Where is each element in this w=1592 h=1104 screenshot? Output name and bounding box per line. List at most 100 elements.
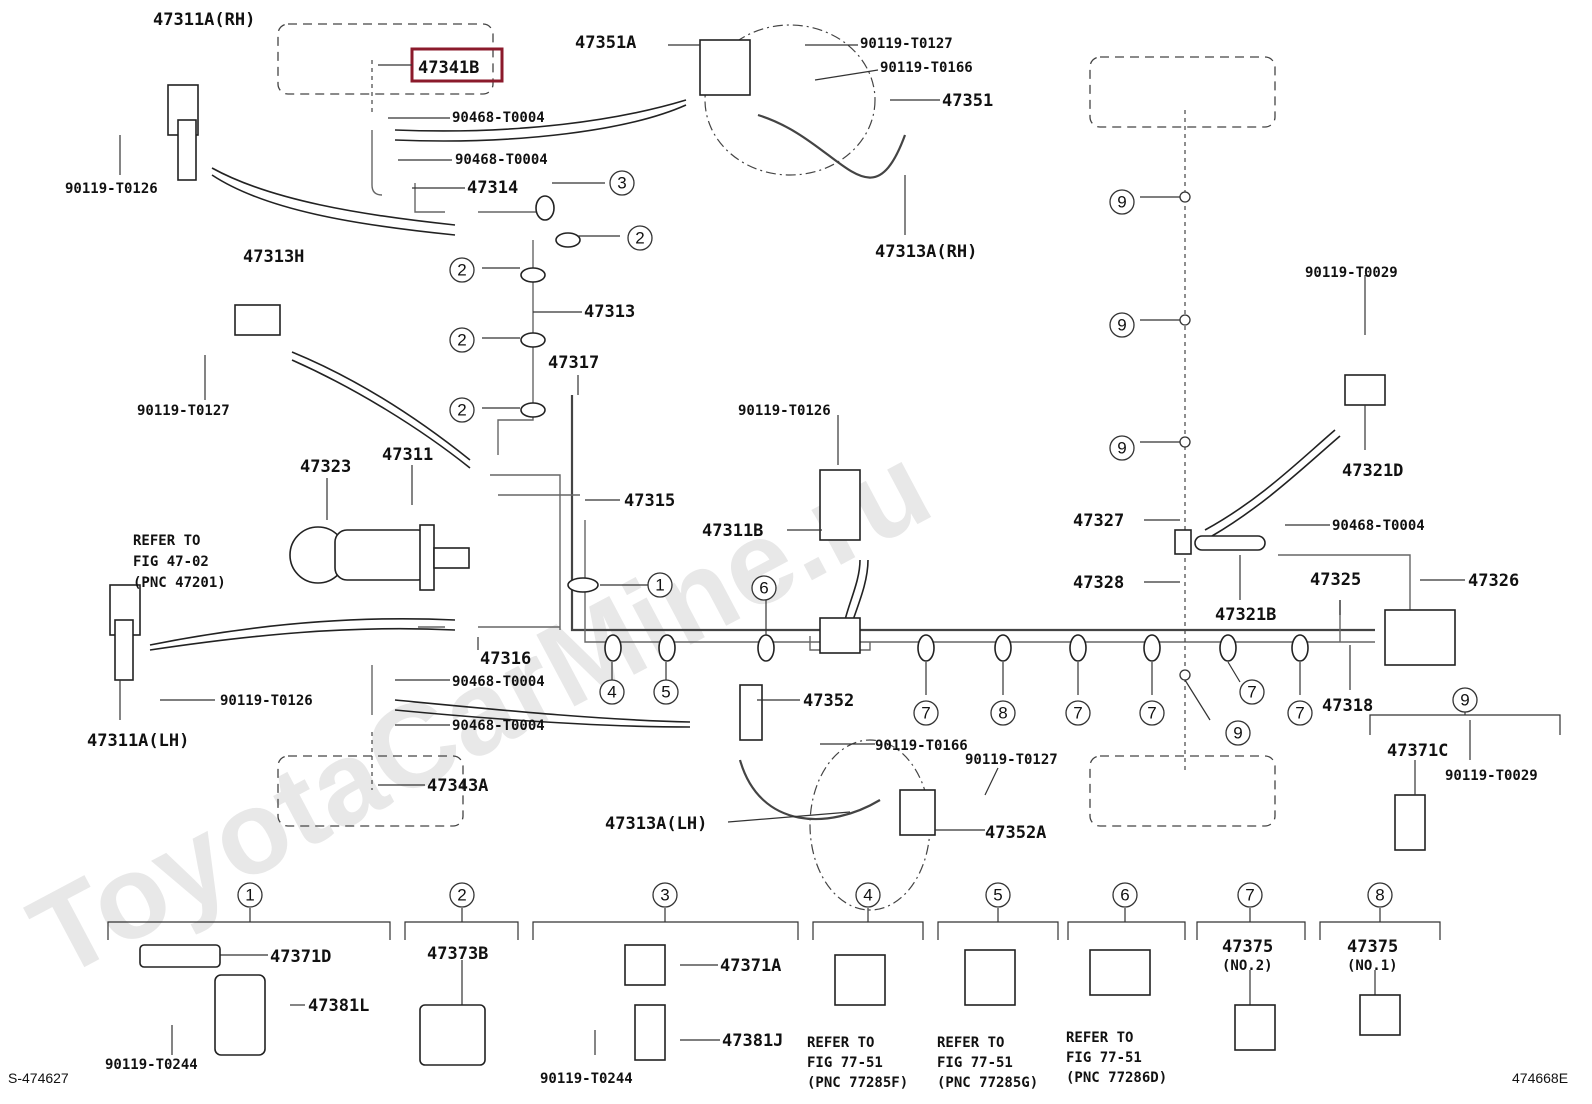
label-47381J[interactable]: 47381J [722, 1031, 783, 1051]
label-90119-T0244-a[interactable]: 90119-T0244 [105, 1057, 198, 1073]
label-90119-T0126-c[interactable]: 90119-T0126 [220, 693, 313, 709]
callout-5[interactable]: 5 [653, 679, 679, 705]
label-47314[interactable]: 47314 [467, 178, 518, 198]
clamp-47371A-shape [624, 944, 666, 986]
label-90119-T0166-b[interactable]: 90119-T0166 [875, 738, 968, 754]
label-47371D[interactable]: 47371D [270, 947, 331, 967]
label-47311A-rh[interactable]: 47311A(RH) [153, 10, 255, 30]
callout-1[interactable]: 1 [237, 882, 263, 908]
label-90119-T0166-a[interactable]: 90119-T0166 [880, 60, 973, 76]
refer-5-line1[interactable]: REFER TO [937, 1035, 1004, 1051]
callout-8[interactable]: 8 [1367, 882, 1393, 908]
callout-7[interactable]: 7 [1065, 700, 1091, 726]
label-47341B[interactable]: 47341B [418, 58, 479, 78]
callout-7[interactable]: 7 [1287, 700, 1313, 726]
callout-4[interactable]: 4 [855, 882, 881, 908]
callout-4[interactable]: 4 [599, 679, 625, 705]
callout-3[interactable]: 3 [652, 882, 678, 908]
label-47311[interactable]: 47311 [382, 445, 433, 465]
refer-47-02-line3[interactable]: (PNC 47201) [133, 575, 226, 591]
refer-47-02-line1[interactable]: REFER TO [133, 533, 200, 549]
refer-4-line3[interactable]: (PNC 77285F) [807, 1075, 908, 1091]
hose-47321B-shape [1194, 535, 1266, 551]
label-47321B[interactable]: 47321B [1215, 605, 1276, 625]
label-47317[interactable]: 47317 [548, 353, 599, 373]
bracket-47352-shape [739, 684, 763, 741]
label-90468-T0004-a[interactable]: 90468-T0004 [452, 110, 545, 126]
label-47328[interactable]: 47328 [1073, 573, 1124, 593]
callout-5[interactable]: 5 [985, 882, 1011, 908]
label-47313A-rh[interactable]: 47313A(RH) [875, 242, 977, 262]
refer-6-line1[interactable]: REFER TO [1066, 1030, 1133, 1046]
callout-9[interactable]: 9 [1109, 435, 1135, 461]
label-47311B[interactable]: 47311B [702, 521, 763, 541]
label-47375-a[interactable]: 47375 [1222, 937, 1273, 957]
label-47318[interactable]: 47318 [1322, 696, 1373, 716]
label-90119-T0127-b[interactable]: 90119-T0127 [137, 403, 230, 419]
callout-8[interactable]: 8 [990, 700, 1016, 726]
label-47311A-lh[interactable]: 47311A(LH) [87, 731, 189, 751]
label-47375-b[interactable]: 47375 [1347, 937, 1398, 957]
refer-5-line3[interactable]: (PNC 77285G) [937, 1075, 1038, 1091]
label-47371A[interactable]: 47371A [720, 956, 781, 976]
callout-2[interactable]: 2 [449, 397, 475, 423]
label-90468-T0004-c[interactable]: 90468-T0004 [452, 674, 545, 690]
label-47352[interactable]: 47352 [803, 691, 854, 711]
label-47351[interactable]: 47351 [942, 91, 993, 111]
label-47313A-lh[interactable]: 47313A(LH) [605, 814, 707, 834]
refer-4-line2[interactable]: FIG 77-51 [807, 1055, 883, 1071]
callout-9[interactable]: 9 [1452, 687, 1478, 713]
label-90119-T0244-b[interactable]: 90119-T0244 [540, 1071, 633, 1087]
callout-2[interactable]: 2 [627, 225, 653, 251]
callout-3[interactable]: 3 [609, 170, 635, 196]
label-90119-T0029-b[interactable]: 90119-T0029 [1445, 768, 1538, 784]
label-90119-T0126-a[interactable]: 90119-T0126 [65, 181, 158, 197]
callout-2[interactable]: 2 [449, 882, 475, 908]
refer-5-line2[interactable]: FIG 77-51 [937, 1055, 1013, 1071]
label-90119-T0127-a[interactable]: 90119-T0127 [860, 36, 953, 52]
callout-7[interactable]: 7 [1239, 679, 1265, 705]
svg-text:8: 8 [998, 704, 1007, 723]
label-47326[interactable]: 47326 [1468, 571, 1519, 591]
label-47371C[interactable]: 47371C [1387, 741, 1448, 761]
callout-6[interactable]: 6 [1112, 882, 1138, 908]
label-47381L[interactable]: 47381L [308, 996, 369, 1016]
callout-9[interactable]: 9 [1225, 720, 1251, 746]
refer-6-line3[interactable]: (PNC 77286D) [1066, 1070, 1167, 1086]
label-47351A[interactable]: 47351A [575, 33, 636, 53]
label-47313H[interactable]: 47313H [243, 247, 304, 267]
callout-7[interactable]: 7 [913, 700, 939, 726]
bracket-47381L-shape [214, 974, 266, 1056]
label-47323[interactable]: 47323 [300, 457, 351, 477]
label-90119-T0029-a[interactable]: 90119-T0029 [1305, 265, 1398, 281]
callout-7[interactable]: 7 [1139, 700, 1165, 726]
label-47316[interactable]: 47316 [480, 649, 531, 669]
label-90468-T0004-e[interactable]: 90468-T0004 [1332, 518, 1425, 534]
callout-9[interactable]: 9 [1109, 189, 1135, 215]
label-47343A[interactable]: 47343A [427, 776, 488, 796]
callout-6[interactable]: 6 [751, 575, 777, 601]
label-47313[interactable]: 47313 [584, 302, 635, 322]
label-47321D[interactable]: 47321D [1342, 461, 1403, 481]
refer-4-line1[interactable]: REFER TO [807, 1035, 874, 1051]
watermark: ToyotaCarMine.ru [10, 420, 950, 1003]
callout-9[interactable]: 9 [1109, 312, 1135, 338]
bracket-47351A-shape [699, 39, 751, 96]
label-90468-T0004-b[interactable]: 90468-T0004 [455, 152, 548, 168]
label-90119-T0127-c[interactable]: 90119-T0127 [965, 752, 1058, 768]
refer-47-02-line2[interactable]: FIG 47-02 [133, 554, 209, 570]
label-90468-T0004-d[interactable]: 90468-T0004 [452, 718, 545, 734]
label-47352A[interactable]: 47352A [985, 823, 1046, 843]
label-90119-T0126-b[interactable]: 90119-T0126 [738, 403, 831, 419]
refer-6-line2[interactable]: FIG 77-51 [1066, 1050, 1142, 1066]
callout-2[interactable]: 2 [449, 327, 475, 353]
label-47373B[interactable]: 47373B [427, 944, 488, 964]
callout-1[interactable]: 1 [647, 572, 673, 598]
label-47325[interactable]: 47325 [1310, 570, 1361, 590]
callout-7[interactable]: 7 [1237, 882, 1263, 908]
label-47375-b-sub: (NO.1) [1347, 958, 1398, 974]
label-47315[interactable]: 47315 [624, 491, 675, 511]
label-47327[interactable]: 47327 [1073, 511, 1124, 531]
callout-2[interactable]: 2 [449, 257, 475, 283]
